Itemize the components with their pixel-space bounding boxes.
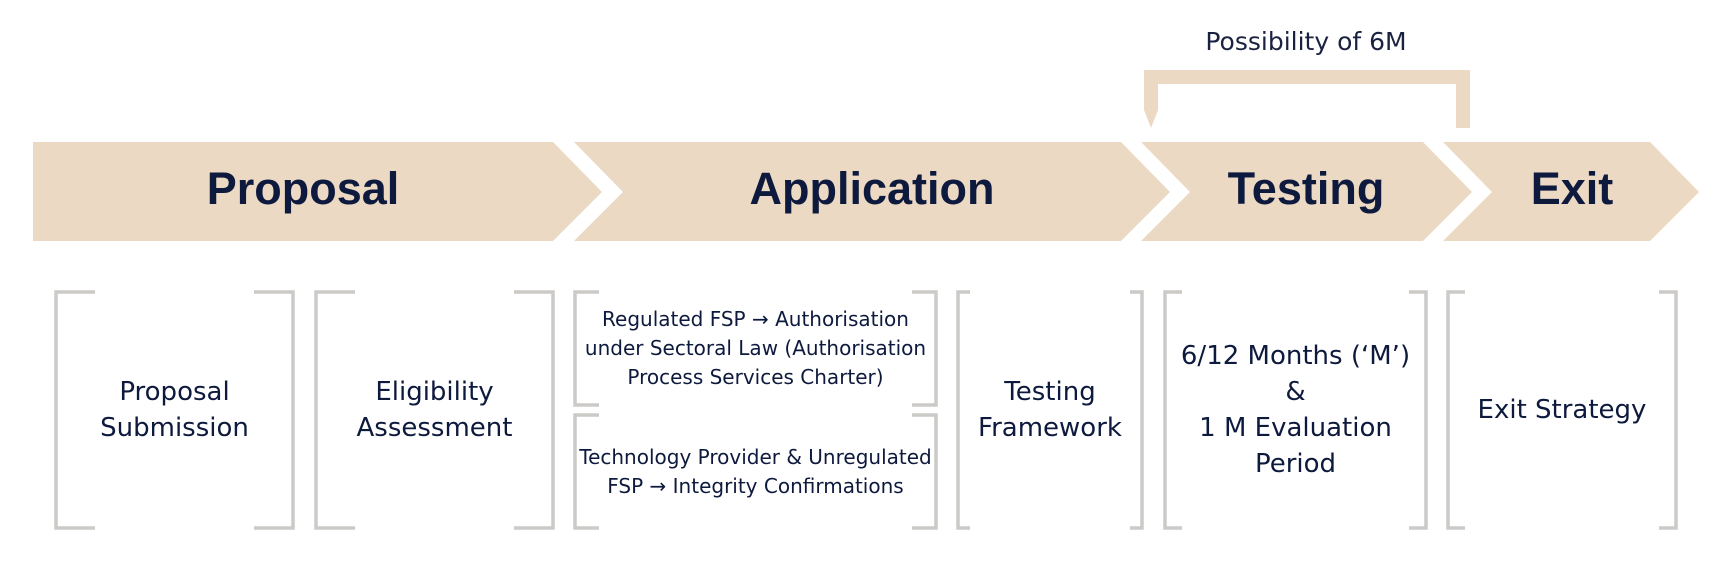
box-regulated-fsp: Regulated FSP → Authorisation under Sect… [584, 307, 927, 389]
phase-label-proposal: Proposal [207, 163, 400, 214]
bracket-left-exit-strategy [1446, 290, 1465, 530]
box-proposal-submission: Proposal Submission [100, 377, 249, 443]
bracket-right-testing-framework [1130, 290, 1144, 530]
phase-label-testing: Testing [1228, 163, 1385, 214]
chevron-application [574, 142, 1170, 241]
bracket-right-exit-strategy [1659, 290, 1678, 530]
bracket-left-technology-provider [573, 413, 599, 530]
top-bracket-arrow [1144, 70, 1470, 128]
bracket-right-eligibility [514, 290, 555, 530]
chevron-testing [1141, 142, 1472, 241]
bracket-right-months [1409, 290, 1428, 530]
chevron-exit [1443, 142, 1699, 241]
box-eligibility-assessment: Eligibility Assessment [356, 377, 513, 443]
bracket-left-proposal-submission [54, 290, 95, 530]
box-technology-provider: Technology Provider & Unregulated FSP → … [579, 444, 932, 498]
bracket-right-technology-provider [912, 413, 938, 530]
bracket-left-regulated-fsp [573, 290, 599, 407]
bracket-right-proposal-submission [254, 290, 295, 530]
bracket-left-testing-framework [956, 290, 970, 530]
bracket-left-eligibility [314, 290, 355, 530]
box-exit-strategy: Exit Strategy [1477, 395, 1647, 425]
bracket-left-months [1163, 290, 1182, 530]
phase-label-exit: Exit [1531, 163, 1614, 214]
bracket-right-regulated-fsp [912, 290, 938, 407]
top-bracket-label: Possibility of 6M [1205, 27, 1406, 56]
phase-label-application: Application [750, 163, 995, 214]
box-testing-framework: Testing Framework [978, 377, 1122, 443]
chevron-proposal [33, 142, 602, 241]
box-months: 6/12 Months (‘M’) & 1 M Evaluation Perio… [1180, 341, 1411, 479]
